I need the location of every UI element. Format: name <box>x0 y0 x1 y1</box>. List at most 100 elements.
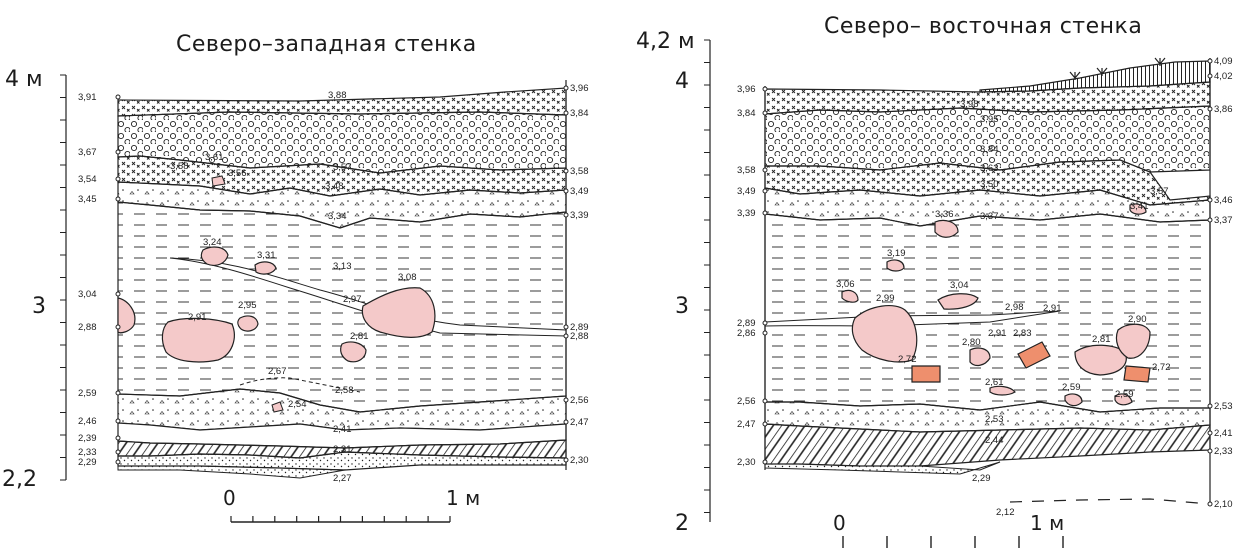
elevation-label: 2,80 <box>962 337 981 348</box>
elevation-label: 2,59 <box>1062 382 1081 393</box>
elevation-label: 2,86 <box>737 328 756 339</box>
right-scale-one: 1 м <box>1030 511 1064 535</box>
elevation-label: 2,54 <box>288 399 307 410</box>
elevation-label: 3,04 <box>950 280 969 291</box>
elevation-label: 3,98 <box>960 99 979 110</box>
elevation-label: 2,30 <box>570 455 589 466</box>
elevation-label: 2,30 <box>737 457 756 468</box>
elevation-label: 3,04 <box>78 289 97 300</box>
elevation-label: 2,67 <box>268 366 287 377</box>
right-axis-top-label: 4,2 м <box>636 29 695 54</box>
left-elevation-labels: 3,91 3,67 3,54 3,45 3,04 2,88 2,59 2,46 2,39 2,33… <box>78 83 589 484</box>
elevation-label: 3,91 <box>78 92 97 103</box>
elevation-label: 3,63 <box>980 163 999 174</box>
stone <box>1129 203 1147 215</box>
elevation-label: 2,90 <box>1128 314 1147 325</box>
elevation-label: 2,31 <box>333 444 352 455</box>
elevation-label: 2,59 <box>78 388 97 399</box>
elevation-label: 2,89 <box>570 322 589 333</box>
stone <box>200 246 229 267</box>
elevation-label: 2,27 <box>333 473 352 484</box>
elevation-label: 2,59 <box>1115 389 1134 400</box>
elevation-label: 3,58 <box>170 161 189 172</box>
brick <box>1123 365 1151 383</box>
left-axis-top-label: 4 м <box>5 67 43 92</box>
stone <box>340 341 367 363</box>
stone <box>161 317 235 363</box>
stone <box>886 259 905 272</box>
elevation-label: 2,81 <box>1092 334 1111 345</box>
elevation-label: 3,50 <box>980 179 999 190</box>
elevation-label: 2,98 <box>1005 302 1024 313</box>
elevation-label: 3,58 <box>737 165 756 176</box>
elevation-label: 3,06 <box>836 279 855 290</box>
elevation-label: 2,46 <box>78 416 97 427</box>
elevation-label: 3,84 <box>737 108 756 119</box>
elevation-label: 3,45 <box>78 194 97 205</box>
stone <box>1074 344 1127 376</box>
elevation-label: 3,13 <box>333 261 352 272</box>
elevation-label: 3,37 <box>980 211 999 222</box>
elevation-label: 2,91 <box>188 312 207 323</box>
elevation-label: 3,96 <box>570 83 589 94</box>
elevation-label: 3,96 <box>737 84 756 95</box>
stone <box>969 347 991 367</box>
elevation-label: 2,72 <box>1152 362 1171 373</box>
left-title: Северо–западная стенка <box>176 32 477 57</box>
elevation-label: 3,95 <box>980 114 999 125</box>
elevation-label: 3,48 <box>325 181 344 192</box>
left-axis-bottom-label: 2,2 <box>2 467 37 492</box>
left-scale-one: 1 м <box>446 486 480 510</box>
elevation-label: 3,54 <box>78 174 97 185</box>
right-axis-mid-label: 3 <box>675 294 689 319</box>
elevation-label: 3,84 <box>980 144 999 155</box>
elevation-label: 2,89 <box>737 318 756 329</box>
elevation-label: 3,31 <box>257 250 276 261</box>
elevation-label: 2,56 <box>737 396 756 407</box>
elevation-label: 3,84 <box>570 108 589 119</box>
left-scale-bar: 0 1 м <box>223 486 480 523</box>
left-panel: Северо–западная стенка 4 м 3 2,2 <box>2 32 589 523</box>
left-stones <box>117 175 436 413</box>
elevation-label: 3,67 <box>78 147 97 158</box>
elevation-label: 3,08 <box>398 272 417 283</box>
elevation-label: 4,09 <box>1214 56 1233 67</box>
right-axis: 4,2 м 4 3 2 <box>636 29 711 536</box>
left-axis: 4 м 3 2,2 <box>2 67 67 492</box>
stone <box>851 304 918 363</box>
elevation-label: 2,81 <box>350 331 369 342</box>
elevation-label: 3,36 <box>935 209 954 220</box>
elevation-label: 2,99 <box>876 293 895 304</box>
brick <box>911 365 941 383</box>
right-elevation-labels: 3,96 3,84 3,58 3,49 3,39 2,892,86 2,56 2,47 2,30… <box>737 56 1233 518</box>
elevation-label: 2,33 <box>78 447 97 458</box>
elevation-label: 3,39 <box>737 208 756 219</box>
elevation-label: 3,58 <box>570 166 589 177</box>
stone <box>934 219 959 238</box>
right-scale-bar: 0 1 м <box>833 511 1064 548</box>
elevation-label: 2,47 <box>570 417 589 428</box>
elevation-label: 2,47 <box>737 419 756 430</box>
stone <box>937 293 979 310</box>
stone <box>1114 393 1133 406</box>
elevation-label: 3,24 <box>203 237 222 248</box>
elevation-label: 2,12 <box>996 507 1015 518</box>
brick <box>1017 341 1051 369</box>
elevation-label: 2,53 <box>985 414 1004 425</box>
elevation-label: 2,72 <box>898 354 917 365</box>
elevation-label: 2,91 <box>1043 303 1062 314</box>
elevation-label: 2,88 <box>570 331 589 342</box>
elevation-label: 3,34 <box>328 211 347 222</box>
stone <box>989 385 1016 396</box>
elevation-label: 2,97 <box>343 294 362 305</box>
stone <box>211 175 226 187</box>
elevation-label: 3,49 <box>737 186 756 197</box>
stone <box>237 315 259 332</box>
elevation-label: 3,56 <box>228 168 247 179</box>
elevation-label: 2,39 <box>78 433 97 444</box>
elevation-label: 3,57 <box>333 162 352 173</box>
left-axis-mid-label: 3 <box>32 294 46 319</box>
right-title: Северо– восточная стенка <box>824 14 1142 39</box>
elevation-label: 2,91 <box>988 328 1007 339</box>
